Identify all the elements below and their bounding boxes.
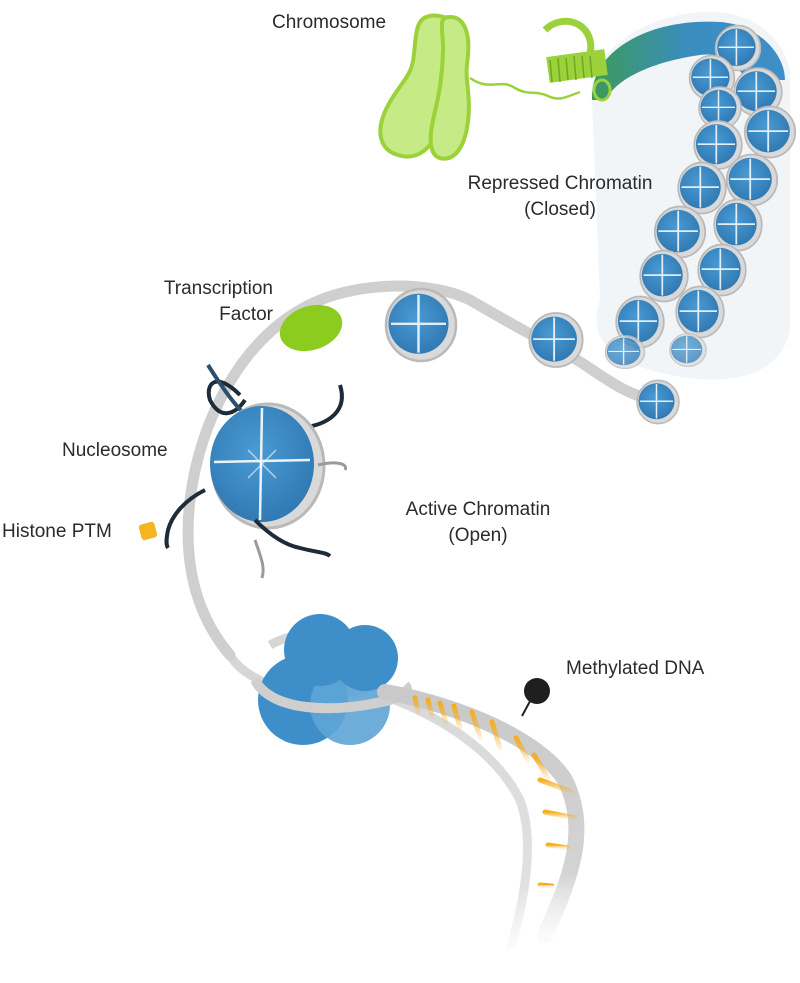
repressed-chromatin-fiber — [591, 11, 797, 380]
label-nucleosome: Nucleosome — [62, 440, 168, 461]
transcription-factor-icon — [279, 304, 343, 352]
open-nucleosome-3 — [636, 379, 680, 425]
label-active-chromatin: Active Chromatin (Open) — [405, 499, 551, 546]
label-histone-ptm: Histone PTM — [2, 521, 112, 542]
open-nucleosome-2 — [528, 312, 584, 368]
open-nucleosome-1 — [384, 287, 458, 363]
label-transcription-factor: Transcription Factor — [163, 278, 273, 325]
methyl-group-icon — [524, 678, 550, 704]
chromosome-icon — [378, 13, 612, 161]
label-chromosome: Chromosome — [272, 12, 387, 33]
nucleosome-icon — [164, 363, 348, 579]
label-repressed-chromatin: Repressed Chromatin (Closed) — [467, 173, 653, 220]
label-methylated-dna: Methylated DNA — [566, 658, 705, 679]
histone-octamer — [250, 614, 412, 745]
histone-ptm-icon — [138, 521, 158, 541]
dna-helix-icon — [377, 684, 585, 952]
